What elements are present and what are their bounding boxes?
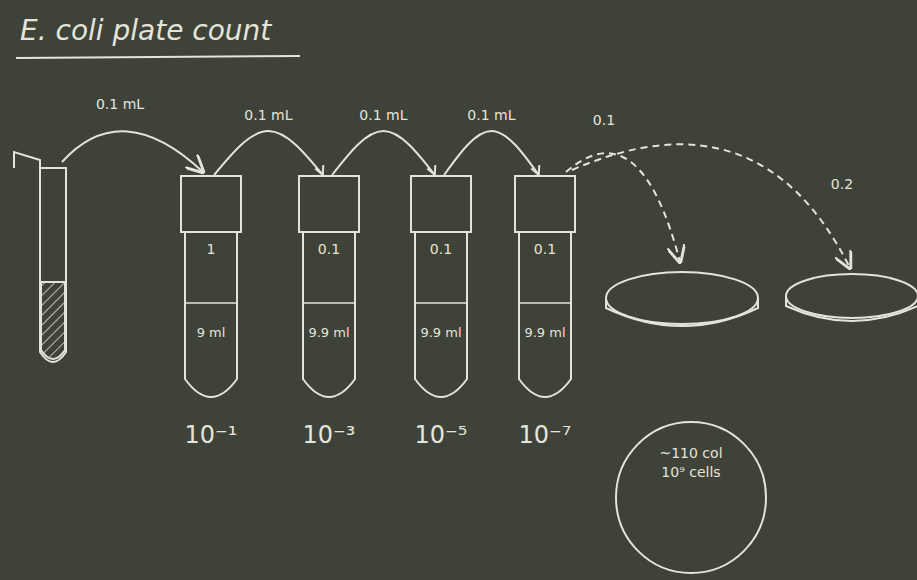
- count-note: ~110 col10⁹ cells: [614, 420, 768, 575]
- arrow-head: [531, 165, 539, 175]
- diluent-volume: 9.9 ml: [420, 325, 461, 340]
- tube-outline: [410, 175, 472, 407]
- arrow-head: [427, 165, 435, 175]
- dilution-factor: 10⁻³: [298, 421, 360, 449]
- liquid-level: [519, 302, 571, 304]
- tube-cap: [299, 176, 359, 232]
- tube-cap: [515, 176, 575, 232]
- liquid-level: [303, 302, 355, 304]
- transfer-arrow: [214, 131, 323, 175]
- arrow-head: [315, 165, 323, 175]
- transfer-volume: 0.1: [318, 241, 340, 257]
- title-underline: [16, 56, 300, 58]
- transfer-volume-label: 0.1 mL: [356, 107, 410, 123]
- transfer-arrow: [444, 131, 539, 175]
- plating-arrow: [566, 153, 680, 262]
- dilution-factor: 10⁻⁷: [514, 421, 576, 449]
- dilution-tube: 0.1 9.9 ml 10⁻³: [298, 175, 360, 457]
- volume-label: 0.1: [590, 112, 618, 128]
- transfer-volume-label: 0.1 mL: [241, 107, 295, 123]
- dilution-factor: 10⁻¹: [180, 421, 242, 449]
- volume-label: 0.1 mL: [93, 96, 147, 112]
- board-title: E. coli plate count: [20, 14, 271, 47]
- plating-arrow: [572, 144, 850, 268]
- transfer-volume: 1: [207, 241, 216, 257]
- tube-cap: [181, 176, 241, 232]
- tube-body: [519, 232, 571, 397]
- tube-body: [303, 232, 355, 397]
- petri-plate: [606, 272, 758, 326]
- tube-outline: [180, 175, 242, 407]
- dilution-tube: 0.1 9.9 ml 10⁻⁵: [410, 175, 472, 457]
- count-text: 10⁹ cells: [614, 463, 768, 482]
- volume-label: 0.2: [828, 176, 856, 192]
- transfer-volume: 0.1: [430, 241, 452, 257]
- dilution-tube: 1 9 ml 10⁻¹: [180, 175, 242, 457]
- dilution-tube: 0.1 9.9 ml 10⁻⁷: [514, 175, 576, 457]
- petri-plate: [786, 274, 917, 321]
- tube-body: [415, 232, 467, 397]
- diluent-volume: 9.9 ml: [524, 325, 565, 340]
- dilution-factor: 10⁻⁵: [410, 421, 472, 449]
- transfer-volume: 0.1: [534, 241, 556, 257]
- transfer-volume-label: 0.1 mL: [464, 107, 518, 123]
- diluent-volume: 9.9 ml: [308, 325, 349, 340]
- note-outline: [614, 420, 768, 575]
- liquid-level: [415, 302, 467, 304]
- note-ellipse: [616, 422, 766, 573]
- culture-tube: [14, 152, 66, 362]
- transfer-arrow: [62, 131, 203, 172]
- transfer-arrow: [332, 131, 435, 175]
- liquid-level: [185, 302, 237, 304]
- count-text: ~110 col: [614, 444, 768, 463]
- tube-cap: [411, 176, 471, 232]
- tube-body: [185, 232, 237, 397]
- tube-outline: [514, 175, 576, 407]
- diluent-volume: 9 ml: [197, 325, 226, 340]
- tube-outline: [298, 175, 360, 407]
